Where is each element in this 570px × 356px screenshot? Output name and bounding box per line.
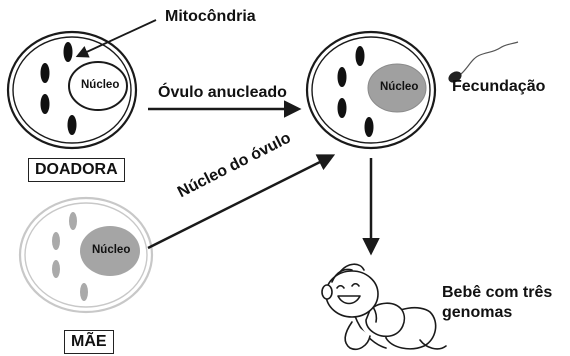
mitochondrion xyxy=(355,46,365,66)
mitochondrion xyxy=(40,63,50,83)
baby-icon xyxy=(321,263,447,351)
donor-nucleus xyxy=(68,61,128,111)
mitochondrion xyxy=(80,283,88,301)
donor-nucleus-label: Núcleo xyxy=(81,79,120,91)
result-cell xyxy=(305,30,437,150)
mitochondrion xyxy=(63,42,73,62)
mitochondria-pointer-arrow xyxy=(75,19,157,58)
mitochondrion xyxy=(52,260,60,278)
mitochondrion xyxy=(337,67,347,87)
donor-cell xyxy=(6,30,138,150)
mitochondrion xyxy=(337,98,347,118)
mitochondrion xyxy=(364,117,374,137)
mitochondrion xyxy=(52,232,60,250)
sperm-icon xyxy=(448,41,519,83)
mitochondrion xyxy=(69,212,77,230)
mitochondrion xyxy=(40,94,50,114)
result-nucleus-label: Núcleo xyxy=(380,81,419,93)
donor-label: DOADORA xyxy=(28,158,125,182)
egg-nucleus-arrow xyxy=(147,154,336,250)
mother-label: MÃE xyxy=(64,330,114,354)
mother-nucleus-label: Núcleo xyxy=(92,244,131,256)
baby-label: Bebê com três genomas xyxy=(442,284,553,321)
enucleated-egg-label: Óvulo anucleado xyxy=(158,84,287,101)
result-nucleus xyxy=(367,63,427,113)
fertilization-label: Fecundação xyxy=(452,78,546,95)
mitochondria-label: Mitocôndria xyxy=(165,8,256,25)
mother-cell xyxy=(18,196,154,314)
mother-nucleus xyxy=(80,226,140,276)
mitochondrion xyxy=(67,115,77,135)
